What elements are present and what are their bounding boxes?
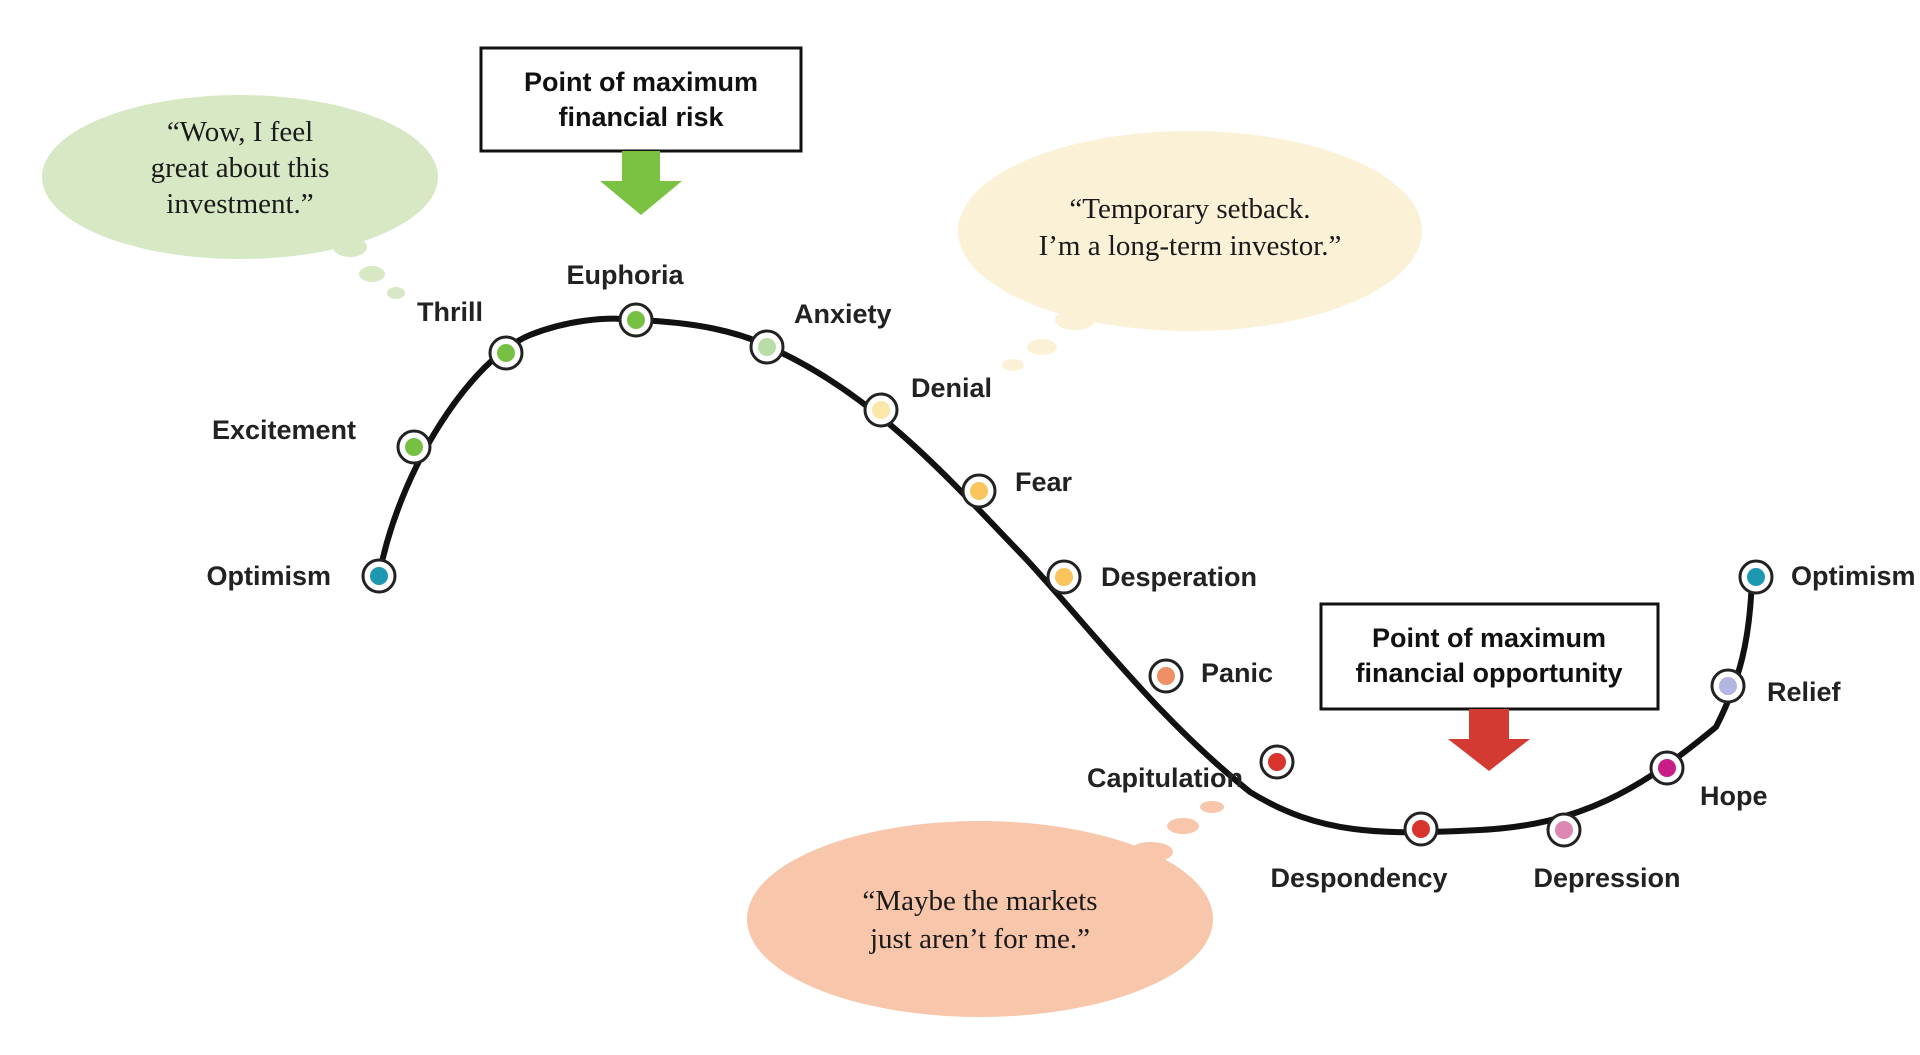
stage-dot-depression [1555, 821, 1573, 839]
bubble-wow-line-1: “Wow, I feel [167, 116, 313, 148]
stage-dot-despondency [1412, 820, 1430, 838]
stage-label-denial: Denial [911, 373, 992, 403]
bubble-setback-line-1: “Temporary setback. [1069, 193, 1310, 225]
callout-opportunity-line-2: financial opportunity [1356, 658, 1623, 688]
callout-risk-box [479, 46, 803, 153]
callout-opportunity-line-1: Point of maximum [1372, 623, 1606, 653]
bubble-wow-dot-2 [359, 266, 385, 282]
stage-label-depression: Depression [1533, 863, 1680, 893]
bubble-wow-dot-3 [387, 287, 405, 299]
callout-max-risk: Point of maximum financial risk [479, 46, 803, 215]
bubble-wow-line-3: investment.” [166, 188, 313, 220]
stage-dot-optimism-end [1747, 568, 1765, 586]
bubble-markets-dot-2 [1167, 818, 1199, 834]
bubble-markets-line-1: “Maybe the markets [862, 885, 1097, 917]
stage-label-euphoria: Euphoria [566, 260, 684, 290]
thought-bubble-wow: “Wow, I feel great about this investment… [42, 95, 438, 299]
stage-label-panic: Panic [1201, 658, 1273, 688]
callout-risk-line-1: Point of maximum [524, 67, 758, 97]
stage-label-hope: Hope [1700, 781, 1768, 811]
stage-label-thrill: Thrill [417, 297, 483, 327]
bubble-setback-dot-1 [1055, 310, 1095, 330]
stage-label-excitement: Excitement [212, 415, 356, 445]
bubble-wow-dot-1 [333, 237, 367, 257]
stage-dot-denial [872, 401, 890, 419]
callout-risk-line-2: financial risk [558, 102, 724, 132]
callout-max-opportunity: Point of maximum financial opportunity [1319, 602, 1660, 771]
stage-dot-fear [970, 482, 988, 500]
stage-label-fear: Fear [1015, 467, 1073, 497]
stage-dot-hope [1658, 759, 1676, 777]
bubble-setback-body [958, 131, 1422, 331]
bubble-setback-line-2: I’m a long-term investor.” [1039, 230, 1342, 262]
stage-dot-euphoria [627, 311, 645, 329]
bubble-markets-body [747, 821, 1213, 1017]
arrow-down-green-icon [600, 151, 682, 215]
stage-label-despondency: Despondency [1270, 863, 1447, 893]
stage-markers: Optimism Excitement Thrill Euphoria Anxi… [206, 260, 1915, 893]
bubble-wow-body [42, 95, 438, 259]
stage-label-optimism-start: Optimism [206, 561, 331, 591]
stage-dot-optimism-start [370, 567, 388, 585]
bubble-setback-dot-2 [1027, 339, 1057, 355]
bubble-setback-dot-3 [1002, 359, 1024, 371]
market-cycle-curve [376, 315, 1755, 836]
bubble-markets-dot-1 [1129, 842, 1173, 862]
thought-bubble-markets: “Maybe the markets just aren’t for me.” [747, 801, 1224, 1017]
stage-dot-panic [1157, 667, 1175, 685]
bubble-markets-line-2: just aren’t for me.” [869, 923, 1090, 955]
bubble-wow-line-2: great about this [151, 152, 330, 184]
stage-dot-thrill [497, 344, 515, 362]
arrow-down-red-icon [1448, 709, 1530, 771]
bubble-markets-dot-3 [1200, 801, 1224, 813]
stage-label-optimism-end: Optimism [1791, 561, 1916, 591]
stage-dot-desperation [1055, 568, 1073, 586]
stage-label-capitulation: Capitulation [1087, 763, 1243, 793]
stage-dot-relief [1719, 677, 1737, 695]
stage-dot-capitulation [1268, 753, 1286, 771]
stage-label-relief: Relief [1767, 677, 1842, 707]
stage-dot-anxiety [758, 338, 776, 356]
thought-bubble-setback: “Temporary setback. I’m a long-term inve… [958, 131, 1422, 371]
stage-dot-excitement [405, 438, 423, 456]
callout-opportunity-box [1319, 602, 1660, 711]
stage-label-desperation: Desperation [1101, 562, 1257, 592]
stage-label-anxiety: Anxiety [794, 299, 892, 329]
